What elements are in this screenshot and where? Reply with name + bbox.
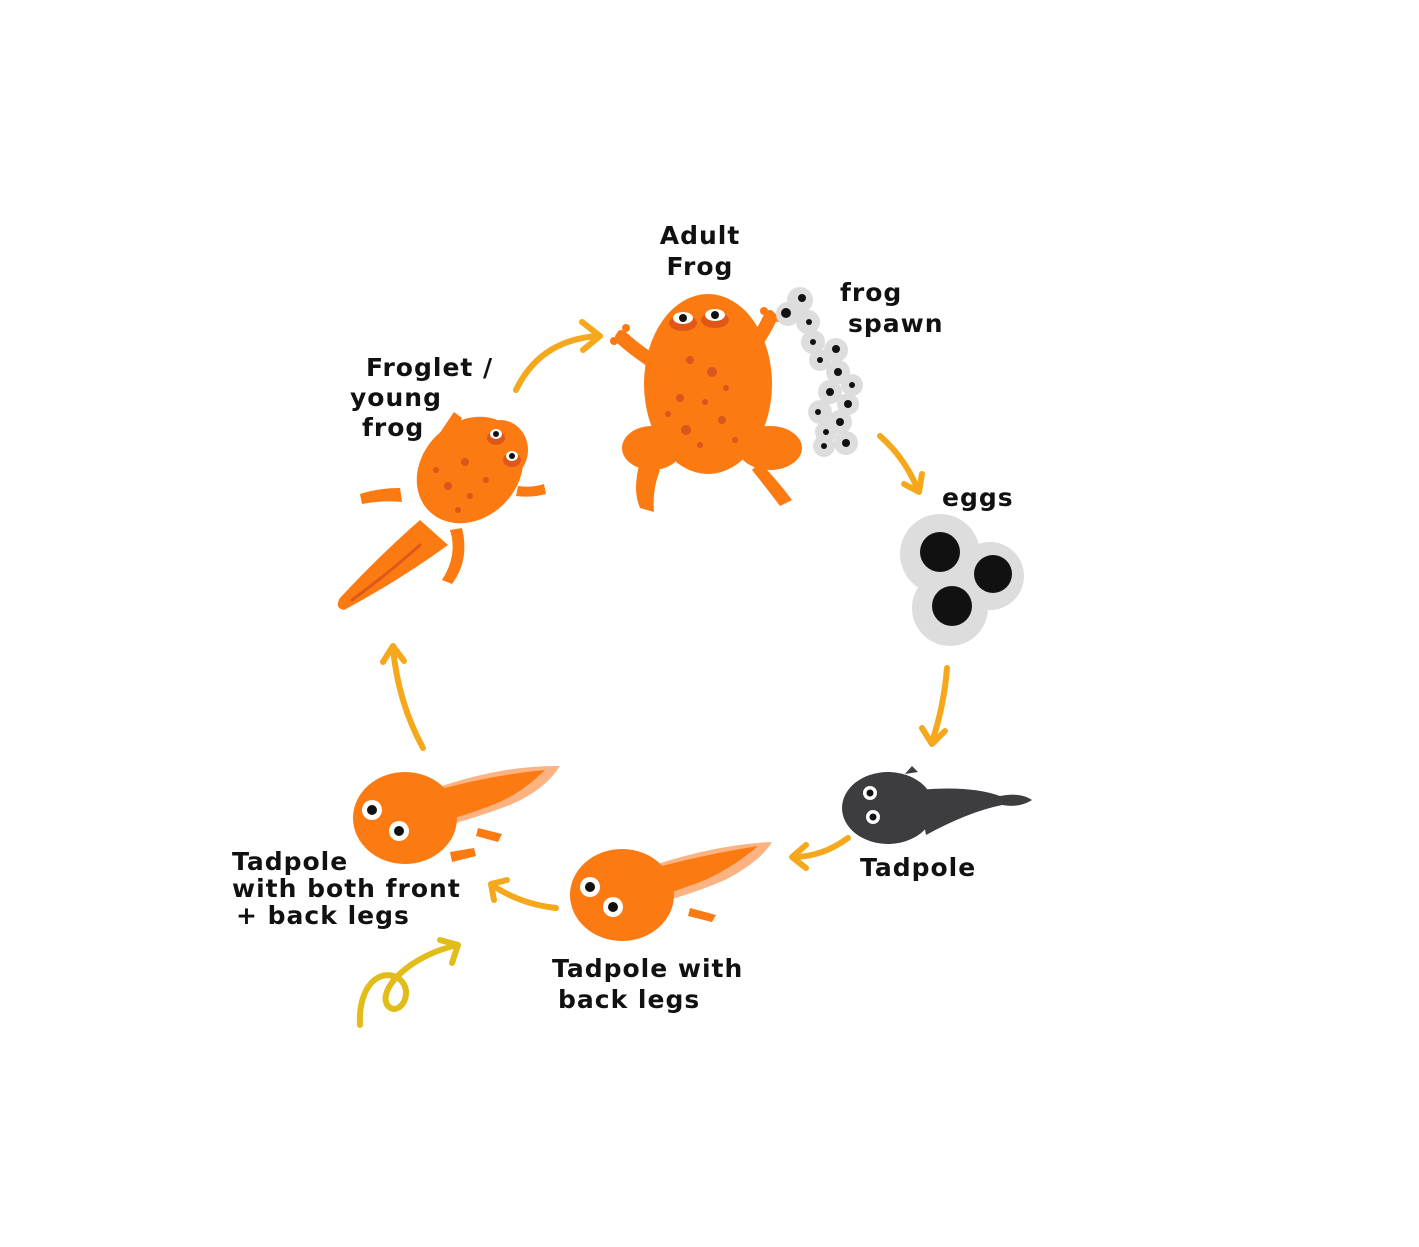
label-frog-spawn: frog spawn [840,278,944,338]
label-eggs: eggs [942,483,1014,512]
label-froglet: Froglet / young frog [350,353,494,442]
arrow-spawn-to-eggs [877,433,925,495]
eggs-icon [900,514,1024,646]
label-tadpole-both-legs: Tadpole with both front + back legs [232,847,461,930]
arrow-both-legs-to-froglet [380,643,426,751]
tadpole-back-legs-icon [570,842,772,941]
froglet-icon [337,412,546,610]
label-tadpole-back-legs: Tadpole with back legs [552,954,744,1014]
arrow-froglet-to-adult [513,319,603,393]
adult-frog-icon [610,294,802,512]
arrow-tadpole-to-back-legs [789,835,851,871]
squiggle-arrow-icon [356,937,461,1028]
label-tadpole: Tadpole [860,853,977,882]
label-adult-frog: Adult Frog [659,221,741,281]
arrow-back-legs-to-both-legs [488,877,559,911]
tadpole-both-legs-icon [353,765,560,864]
frog-spawn-icon [776,287,863,457]
tadpole-icon [842,766,1032,844]
arrow-eggs-to-tadpole [919,665,950,747]
